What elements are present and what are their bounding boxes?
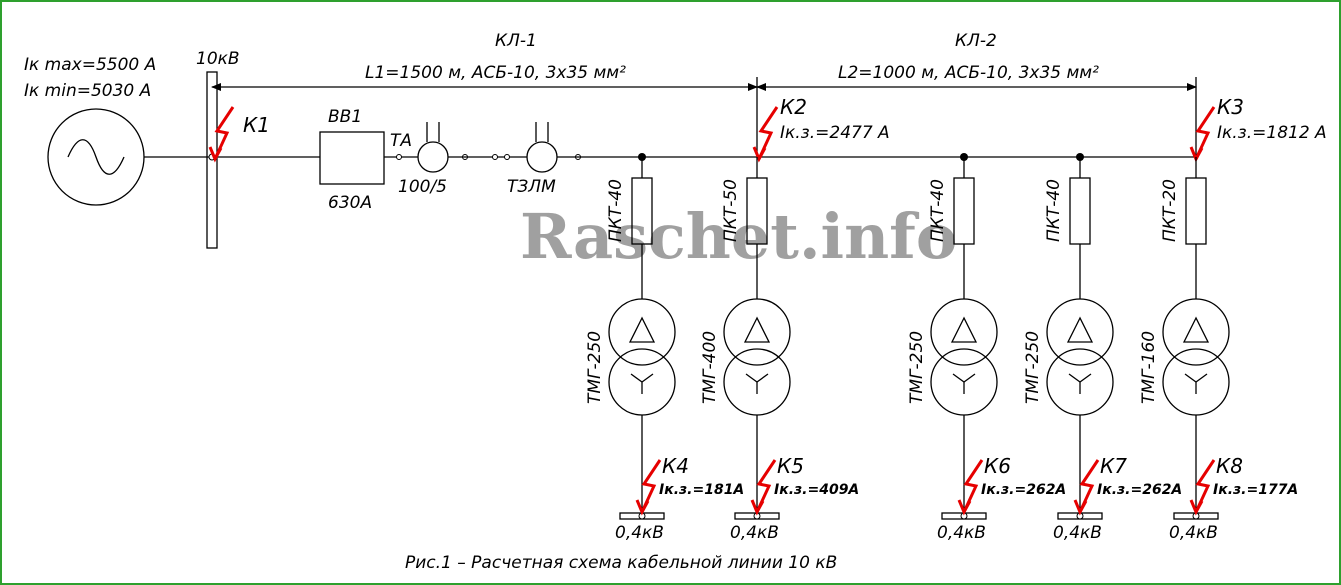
lv-label-3: 0,4кВ <box>937 523 986 543</box>
lv-label-1: 0,4кВ <box>615 523 664 543</box>
fuse-5 <box>1185 177 1207 245</box>
lv-label-5: 0,4кВ <box>1169 523 1218 543</box>
fuse-label-3: ПКТ-40 <box>928 179 948 242</box>
fuse-label-4: ПКТ-40 <box>1044 179 1064 242</box>
transformer-label-1: ТМГ-250 <box>585 331 605 404</box>
zero-sequence-ct <box>492 122 581 173</box>
generator-symbol <box>47 108 212 206</box>
fault-arrow-k2 <box>752 106 779 163</box>
fault-label-3: К6 <box>984 454 1011 478</box>
fault-current-2: Iк.з.=409А <box>774 482 859 498</box>
transformer-label-3: ТМГ-250 <box>907 331 927 404</box>
fuse-label-5: ПКТ-20 <box>1160 179 1180 242</box>
fault-current-5: Iк.з.=177А <box>1213 482 1298 498</box>
ik-min-label: Iк min=5030 А <box>24 81 151 101</box>
fault-arrow-k3 <box>1189 106 1216 163</box>
fault-label-1: К4 <box>662 454 689 478</box>
fault-label-2: К5 <box>777 454 804 478</box>
bus-10kv <box>206 71 218 249</box>
switch-rating: 630А <box>328 193 372 213</box>
ik-max-label: Iк max=5500 А <box>24 55 156 75</box>
bus-voltage-label: 10кВ <box>196 49 240 69</box>
fault-arrow-k1 <box>208 106 235 163</box>
fault-k2-current: Iк.з.=2477 А <box>780 123 890 143</box>
line2-spec: L2=1000 м, АСБ-10, 3х35 мм² <box>838 63 1099 83</box>
fault-current-4: Iк.з.=262А <box>1097 482 1182 498</box>
transformer-2 <box>723 298 791 416</box>
watermark: Raschet.info <box>520 200 957 273</box>
fault-label-4: К7 <box>1100 454 1127 478</box>
fuse-4 <box>1069 177 1091 245</box>
transformer-5 <box>1162 298 1230 416</box>
fault-k1-name: К1 <box>243 113 270 137</box>
fault-current-3: Iк.з.=262А <box>981 482 1066 498</box>
lv-label-2: 0,4кВ <box>730 523 779 543</box>
fault-label-5: К8 <box>1216 454 1243 478</box>
line1-name: КЛ-1 <box>495 31 537 51</box>
lv-label-4: 0,4кВ <box>1053 523 1102 543</box>
ct-ratio: 100/5 <box>398 177 447 197</box>
fault-k3-current: Iк.з.=1812 А <box>1217 123 1327 143</box>
transformer-3 <box>930 298 998 416</box>
ct-name: ТА <box>390 131 412 151</box>
transformer-label-4: ТМГ-250 <box>1023 331 1043 404</box>
switch-name: ВВ1 <box>328 107 362 127</box>
line2-name: КЛ-2 <box>955 31 997 51</box>
transformer-4 <box>1046 298 1114 416</box>
fault-k2-name: К2 <box>780 95 807 119</box>
transformer-1 <box>608 298 676 416</box>
line1-spec: L1=1500 м, АСБ-10, 3х35 мм² <box>365 63 626 83</box>
fuse-label-2: ПКТ-50 <box>721 179 741 242</box>
switch-vv1 <box>319 131 385 185</box>
transformer-label-2: ТМГ-400 <box>700 331 720 404</box>
fault-current-1: Iк.з.=181А <box>659 482 744 498</box>
zero-seq-name: ТЗЛМ <box>507 177 556 197</box>
figure-caption: Рис.1 – Расчетная схема кабельной линии … <box>405 553 837 573</box>
fault-k3-name: К3 <box>1217 95 1244 119</box>
fuse-label-1: ПКТ-40 <box>606 179 626 242</box>
transformer-label-5: ТМГ-160 <box>1139 331 1159 404</box>
